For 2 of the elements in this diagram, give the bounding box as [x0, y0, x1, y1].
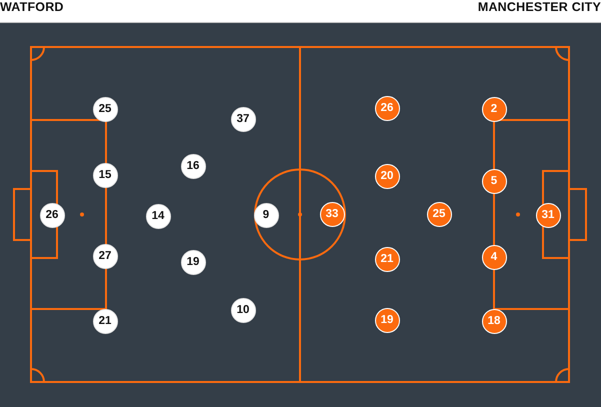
team-name: WATFORD — [0, 0, 64, 14]
team-name: MANCHESTER CITY — [478, 0, 601, 14]
